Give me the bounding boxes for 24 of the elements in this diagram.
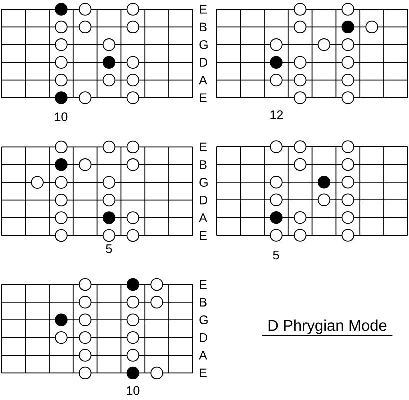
string-label: B bbox=[200, 22, 207, 32]
string-label: A bbox=[199, 214, 208, 222]
string-label: D bbox=[200, 58, 208, 67]
string-label: G bbox=[200, 178, 208, 188]
fret-number: 5 bbox=[106, 244, 112, 254]
string-label: A bbox=[199, 351, 208, 360]
fret-number: 10 bbox=[127, 386, 140, 396]
fret-number: 10 bbox=[55, 112, 68, 122]
string-label: E bbox=[200, 94, 207, 102]
string-label: E bbox=[200, 368, 207, 378]
string-label: G bbox=[200, 316, 208, 325]
fret-number: 12 bbox=[270, 110, 284, 120]
string-label: D bbox=[200, 334, 208, 342]
string-label: E bbox=[200, 280, 207, 289]
string-label: E bbox=[200, 231, 207, 240]
fret-number: 5 bbox=[273, 250, 280, 260]
string-label: E bbox=[200, 142, 207, 152]
title: D Phrygian Mode bbox=[262, 320, 394, 336]
string-label: G bbox=[200, 40, 208, 50]
string-label: E bbox=[200, 5, 207, 14]
string-label: B bbox=[200, 160, 207, 170]
string-label: B bbox=[200, 298, 207, 307]
string-label: D bbox=[200, 196, 208, 205]
string-label: A bbox=[199, 76, 208, 85]
